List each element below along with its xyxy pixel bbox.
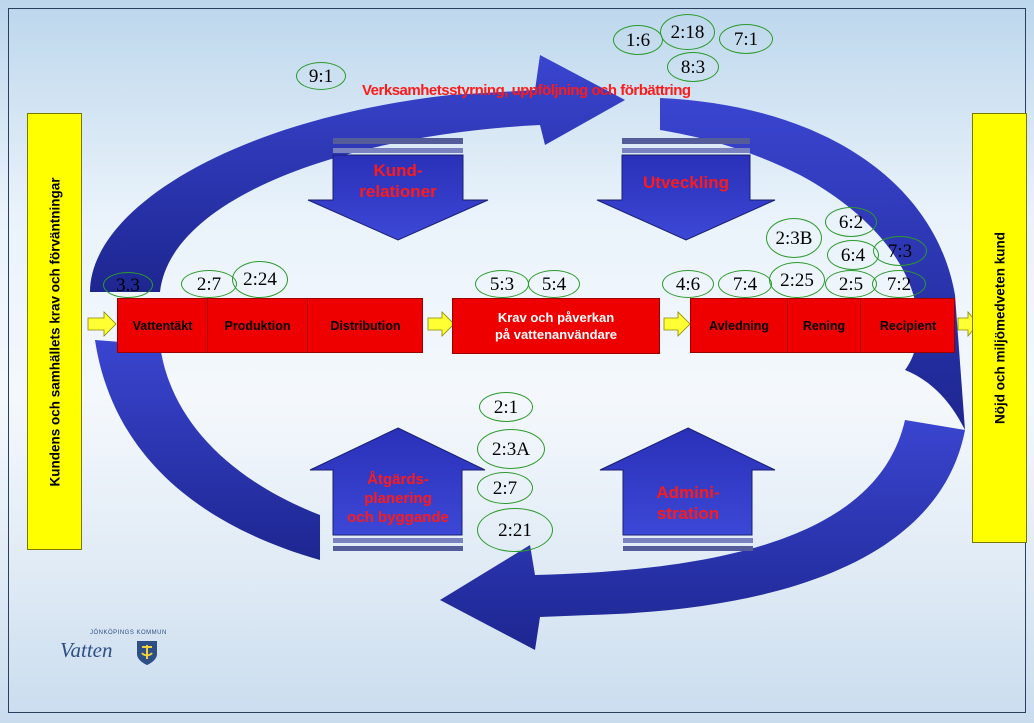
right-customer-box: Nöjd och miljömedveten kund (972, 113, 1027, 543)
ref-oval: 4:6 (662, 270, 714, 298)
process-krav-paverkan: Krav och påverkan på vattenanvändare (453, 299, 659, 353)
cycle-title: Verksamhetsstyrning, uppföljning och för… (362, 82, 691, 99)
ref-oval: 2:3A (477, 429, 545, 469)
process-vattentakt: Vattentäkt (132, 318, 193, 333)
connector-arrow-3 (663, 311, 691, 337)
krav-line-1: Krav och påverkan (497, 310, 615, 325)
atg-label: Åtgärds- planering och byggande (333, 470, 463, 527)
logo-small-text: JÖNKÖPINGS KOMMUN (90, 630, 167, 636)
ref-oval: 6:4 (827, 240, 879, 270)
krav-line-2: på vattenanvändare (494, 327, 618, 342)
ref-oval: 7:3 (873, 236, 927, 266)
ref-oval: 2:24 (232, 261, 288, 298)
kund-label: Kund- relationer (333, 160, 463, 202)
ref-oval: 7:1 (719, 24, 773, 54)
kund-line-2: relationer (359, 182, 437, 201)
ref-oval: 2:18 (660, 14, 715, 50)
connector-arrow-1 (87, 311, 117, 337)
left-box-label: Kundens och samhällets krav och förväntn… (47, 176, 62, 487)
ref-oval: 2:21 (477, 508, 553, 552)
atg-line-2: planering (364, 490, 432, 507)
atg-line-3: och byggande (347, 509, 449, 526)
ref-oval: 6:2 (825, 207, 877, 237)
process-bar-wastewater: Avledning Rening Recipient (690, 298, 955, 353)
ref-oval: 7:2 (872, 270, 926, 298)
process-rening: Rening (787, 299, 860, 352)
process-bar-demand: Krav och påverkan på vattenanvändare (452, 298, 660, 354)
logo-main-text: Vatten (60, 638, 113, 662)
ref-oval: 2:3B (766, 218, 822, 258)
left-requirements-box: Kundens och samhällets krav och förväntn… (27, 113, 82, 550)
utv-label: Utveckling (622, 172, 750, 193)
top-cycle-arrow (90, 55, 625, 292)
adm-line-2: stration (656, 504, 720, 523)
right-box-label: Nöjd och miljömedveten kund (992, 231, 1007, 425)
utv-down-arrow (596, 138, 776, 241)
atg-line-1: Åtgärds- (367, 471, 429, 488)
connector-arrow-2 (427, 311, 455, 337)
process-avledning: Avledning (709, 318, 769, 333)
adm-line-1: Admini- (656, 483, 720, 502)
adm-label: Admini- stration (623, 482, 753, 524)
kund-down-arrow (307, 138, 489, 241)
ref-oval: 9:1 (296, 62, 346, 90)
crest-icon (137, 641, 157, 665)
ref-oval: 1:6 (613, 25, 663, 55)
right-cycle-arrow (660, 98, 965, 430)
process-bar-supply: Vattentäkt Produktion Distribution (117, 298, 423, 353)
ref-oval: 7:4 (718, 270, 772, 298)
ref-oval: 5:4 (528, 270, 580, 298)
process-distribution: Distribution (307, 299, 423, 352)
ref-oval: 3.3 (103, 272, 153, 298)
kund-line-1: Kund- (373, 161, 423, 180)
ref-oval: 2:1 (479, 392, 533, 422)
logo: JÖNKÖPINGS KOMMUN Vatten (60, 628, 170, 674)
ref-oval: 8:3 (667, 52, 719, 82)
utv-line-1: Utveckling (643, 173, 729, 192)
ref-oval: 5:3 (475, 270, 529, 298)
left-cycle-arrow (95, 340, 320, 560)
process-produktion: Produktion (207, 299, 307, 352)
ref-oval: 2:25 (769, 262, 825, 298)
adm-up-arrow (599, 427, 776, 551)
ref-oval: 2:7 (181, 270, 237, 298)
process-recipient: Recipient (860, 299, 955, 352)
ref-oval: 2:7 (477, 472, 533, 504)
ref-oval: 2:5 (825, 270, 877, 298)
atg-up-arrow (309, 427, 486, 551)
bottom-cycle-arrow (440, 420, 965, 650)
